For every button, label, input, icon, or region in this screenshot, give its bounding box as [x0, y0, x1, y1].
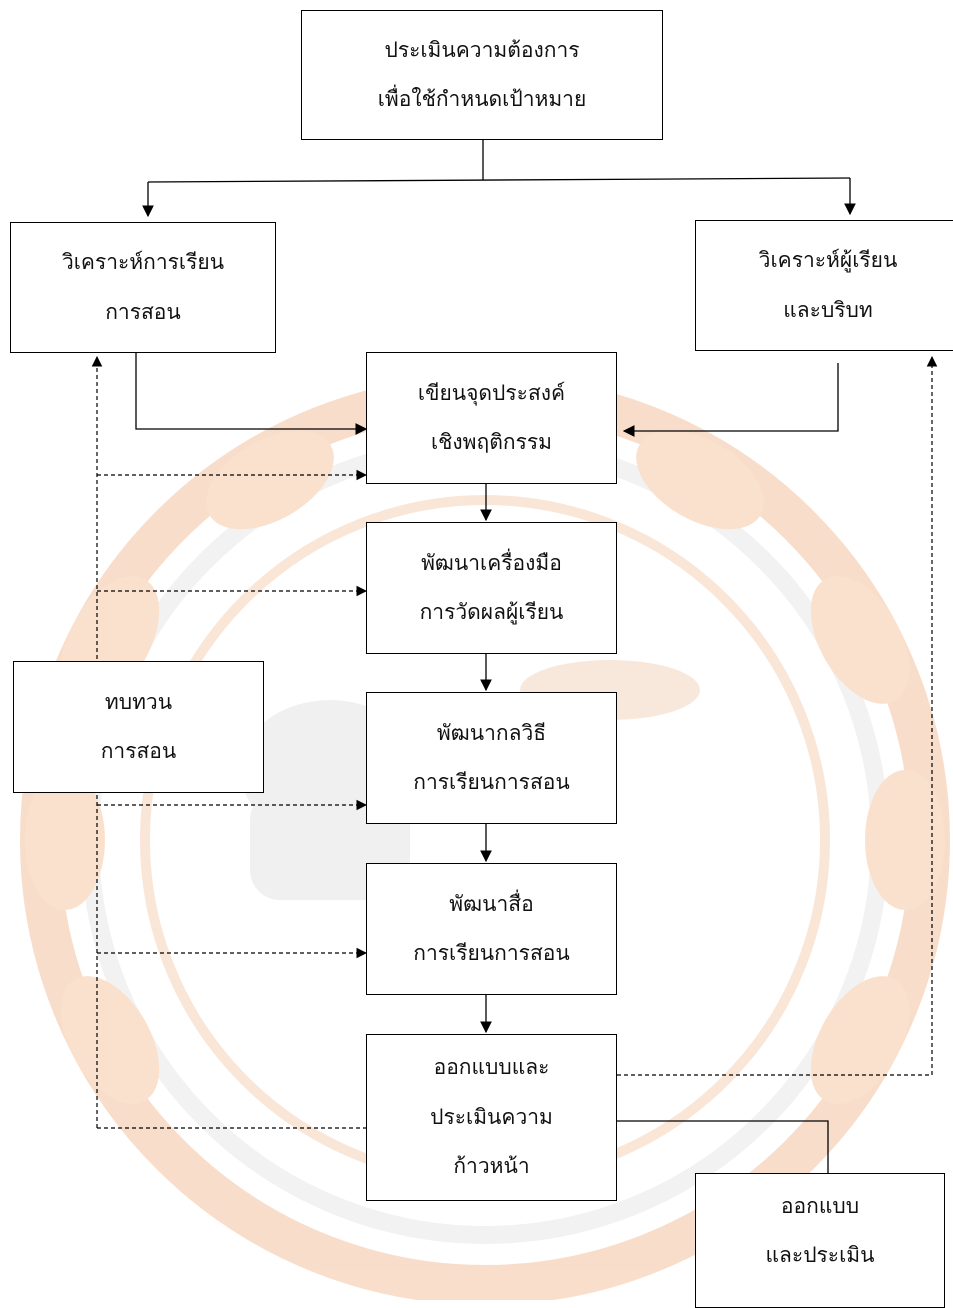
box-line: พัฒนาเครื่องมือ [421, 550, 562, 575]
box-line: ออกแบบและ [433, 1055, 550, 1080]
box-line: เพื่อใช้กำหนดเป้าหมาย [377, 87, 587, 111]
arrow-analyze-teaching-to-objectives [135, 353, 368, 435]
box-line: และประเมิน [765, 1243, 875, 1268]
develop-assessment-box: พัฒนาเครื่องมือ การวัดผลผู้เรียน [366, 522, 617, 654]
write-objectives-box: เขียนจุดประสงค์ เชิงพฤติกรรม [366, 352, 617, 484]
box-line: ประเมินความต้องการ [384, 37, 580, 62]
design-and-eval-box: ออกแบบ และประเมิน [695, 1173, 945, 1308]
box-line: การสอน [100, 739, 177, 763]
box-line: และบริบท [783, 297, 873, 322]
box-line: การเรียนการสอน [413, 941, 570, 965]
develop-media-box: พัฒนาสื่อ การเรียนการสอน [366, 863, 617, 995]
box-line: พัฒนาสื่อ [449, 891, 534, 916]
box-line: เขียนจุดประสงค์ [417, 380, 566, 405]
top-split-line [147, 177, 851, 183]
box-line: การเรียนการสอน [413, 770, 570, 794]
needs-assessment-box: ประเมินความต้องการ เพื่อใช้กำหนดเป้าหมาย [301, 10, 663, 140]
arrow-analyze-learners-to-objectives [622, 363, 839, 437]
box-line: ก้าวหน้า [453, 1154, 530, 1179]
box-line: การสอน [105, 299, 181, 324]
box-line: พัฒนากลวิธี [436, 720, 547, 745]
design-progress-eval-box: ออกแบบและ ประเมินความ ก้าวหน้า [366, 1034, 617, 1201]
box-line: การวัดผลผู้เรียน [419, 600, 564, 624]
feedback-arrow-to-analyze-learners [617, 355, 938, 1076]
box-line: ออกแบบ [780, 1194, 860, 1218]
box-line: วิเคราะห์ผู้เรียน [758, 248, 898, 273]
analyze-learners-box: วิเคราะห์ผู้เรียน และบริบท [695, 220, 953, 351]
review-teaching-box: ทบทวน การสอน [13, 661, 264, 793]
develop-strategy-box: พัฒนากลวิธี การเรียนการสอน [366, 692, 617, 824]
box-line: เชิงพฤติกรรม [431, 430, 552, 454]
line-progress-eval-to-design-eval [617, 1120, 829, 1173]
box-line: วิเคราะห์การเรียน [61, 250, 225, 275]
analyze-teaching-box: วิเคราะห์การเรียน การสอน [10, 222, 276, 353]
box-line: ทบทวน [104, 689, 173, 714]
box-line: ประเมินความ [430, 1104, 553, 1129]
